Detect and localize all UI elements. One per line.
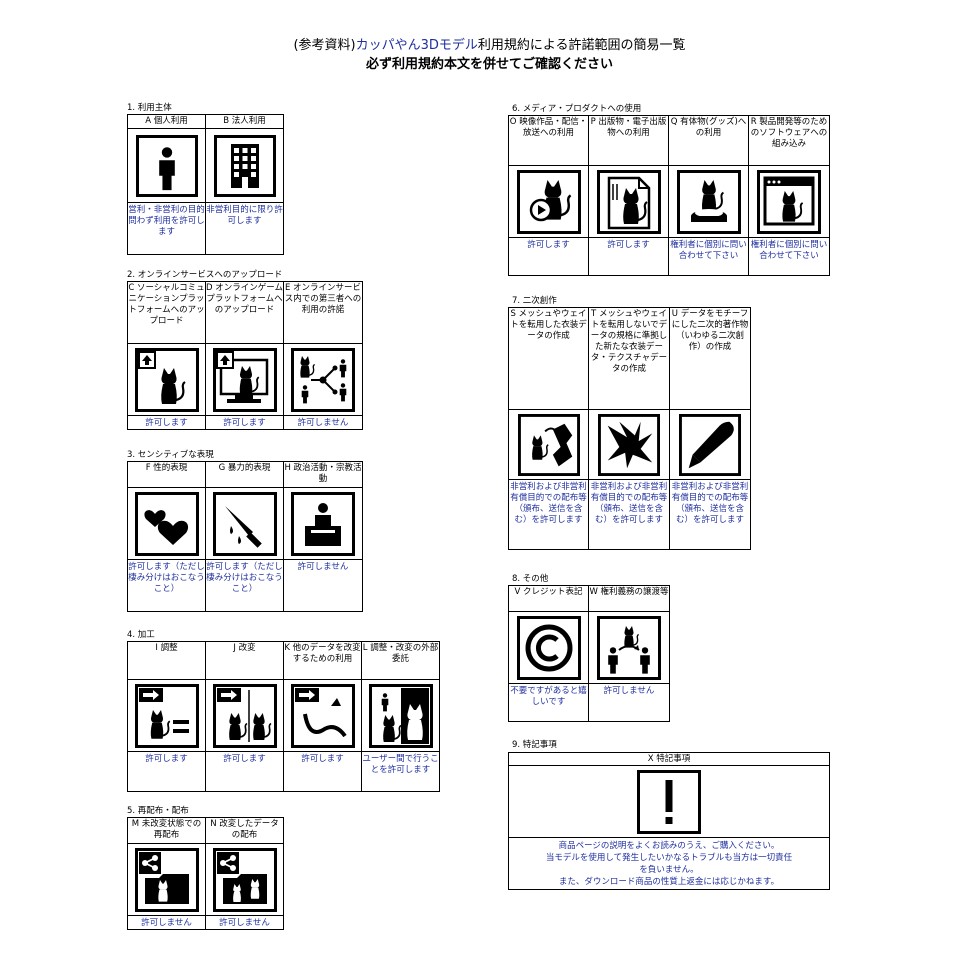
item-f-result: 許可します（ただし棲み分けはおこなうこと） — [127, 559, 206, 612]
new-clothing-icon — [598, 413, 660, 476]
section-8-title: 8. その他 — [512, 574, 549, 584]
item-r-label: R 製品開発等のためのソフトウェアへの組み込み — [748, 115, 830, 166]
software-window-icon — [757, 169, 821, 234]
item-k-result: 許可します — [283, 751, 362, 792]
transfer-icon — [597, 615, 661, 680]
title-suffix: 利用規約による許諾範囲の簡易一覧 — [477, 38, 686, 53]
document-icon — [596, 169, 661, 234]
section-5-table: M 未改変状態での再配布 N 改変したデータの配布 許可しません 許可しません — [127, 817, 284, 930]
share-modified-folder-icon — [212, 847, 277, 912]
item-k-label: K 他のデータを改変するための利用 — [283, 641, 362, 680]
item-w-label: W 権利義務の譲渡等 — [588, 585, 670, 612]
item-u-label: U データをモチーフにした二次的著作物（いわゆる二次創作）の作成 — [669, 307, 751, 410]
section-1-title: 1. 利用主体 — [127, 103, 172, 113]
item-s-result: 非営利および非営利有償目的での配布等（頒布、送信を含む）を許可します — [508, 479, 589, 550]
section-9-title: 9. 特記事項 — [512, 740, 557, 750]
building-icon — [213, 134, 276, 197]
item-j-label: J 改変 — [205, 641, 284, 680]
item-l-label: L 調整・改変の外部委託 — [361, 641, 440, 680]
title-prefix: (参考資料) — [293, 38, 356, 53]
item-m-result: 許可しません — [127, 915, 206, 930]
section-6-title: 6. メディア・プロダクトへの使用 — [512, 104, 642, 114]
item-w-result: 許可しません — [588, 683, 670, 722]
item-o-result: 許可します — [508, 237, 589, 276]
note-line-3: を負いません。 — [639, 865, 699, 875]
note-line-2: 当モデルを使用して発生したいかなるトラブルも当方は一切責任 — [545, 853, 793, 863]
item-b-result: 非営利目的に限り許可します — [205, 202, 284, 255]
section-9-table: X 特記事項 商品ページの説明をよくお読みのうえ、ご購入ください。 当モデルを使… — [508, 752, 830, 890]
person-icon — [135, 134, 198, 197]
item-e-label: E オンラインサービス内での第三者への利用の許諾 — [283, 281, 363, 344]
item-s-label: S メッシュやウェイトを転用した衣装データの作成 — [508, 307, 589, 410]
note-line-1: 商品ページの説明をよくお読みのうえ、ご購入ください。 — [558, 841, 780, 851]
share-third-party-icon — [291, 347, 355, 412]
item-d-label: D オンラインゲームプラットフォームへのアップロード — [205, 281, 284, 344]
item-v-result: 不要ですがあると嬉しいです — [508, 683, 589, 722]
clothing-mesh-icon — [517, 413, 580, 476]
section-3-table: F 性的表現 G 暴力的表現 H 政治活動・宗教活動 — [127, 461, 363, 612]
item-u-result: 非営利および非営利有償目的での配布等（頒布、送信を含む）を許可します — [669, 479, 751, 550]
item-d-result: 許可します — [205, 415, 284, 430]
section-5-title: 5. 再配布・配布 — [127, 806, 189, 816]
section-6-table: O 映像作品・配信・放送への利用 P 出版物・電子出版物への利用 Q 有体物(グ… — [508, 115, 830, 276]
item-t-result: 非営利および非営利有償目的での配布等（頒布、送信を含む）を許可します — [588, 479, 670, 550]
modify-icon — [212, 683, 277, 748]
item-q-label: Q 有体物(グッズ)への利用 — [668, 115, 749, 166]
section-7-table: S メッシュやウェイトを転用した衣装データの作成 T メッシュやウェイトを転用し… — [508, 307, 751, 550]
adjust-equal-icon — [134, 683, 199, 748]
item-t-label: T メッシュやウェイトを転用しないでデータの規格に準拠した新たな衣装データ・テク… — [588, 307, 670, 410]
item-b-label: B 法人利用 — [205, 114, 284, 129]
item-n-label: N 改変したデータの配布 — [205, 817, 284, 844]
modify-other-data-icon — [290, 683, 355, 748]
page-subtitle: 必ず利用規約本文を併せてご確認ください — [365, 57, 613, 72]
item-h-label: H 政治活動・宗教活動 — [283, 461, 363, 488]
item-i-result: 許可します — [127, 751, 206, 792]
note-line-4: また、ダウンロード商品の性質上返金には応じかねます。 — [558, 877, 780, 887]
outsource-icon — [368, 683, 433, 748]
item-x-label: X 特記事項 — [508, 752, 830, 766]
copyright-icon — [516, 615, 581, 680]
hearts-icon — [134, 491, 199, 556]
page-title: (参考資料)カッパやん3Dモデル利用規約による許諾範囲の簡易一覧 — [0, 34, 979, 53]
item-f-label: F 性的表現 — [127, 461, 206, 488]
podium-icon — [291, 491, 355, 556]
item-p-result: 許可します — [588, 237, 669, 276]
item-g-result: 許可します（ただし棲み分けはおこなうこと） — [205, 559, 284, 612]
item-i-label: I 調整 — [127, 641, 206, 680]
item-a-result: 営利・非営利の目的問わず利用を許可します — [127, 202, 206, 255]
item-r-result: 権利者に個別に問い合わせて下さい — [748, 237, 830, 276]
section-4-table: I 調整 J 改変 K 他のデータを改変するための利用 L 調整・改変の外部委託 — [127, 641, 440, 792]
item-p-label: P 出版物・電子出版物への利用 — [588, 115, 669, 166]
pen-icon — [679, 413, 741, 476]
item-g-label: G 暴力的表現 — [205, 461, 284, 488]
figure-goods-icon — [676, 169, 741, 234]
share-folder-icon — [134, 847, 199, 912]
item-e-result: 許可しません — [283, 415, 363, 430]
item-j-result: 許可します — [205, 751, 284, 792]
section-2-table: C ソーシャルコミュニケーションプラットフォームへのアップロード D オンライン… — [127, 281, 363, 430]
item-o-label: O 映像作品・配信・放送への利用 — [508, 115, 589, 166]
section-3-title: 3. センシティブな表現 — [127, 450, 214, 460]
item-l-result: ユーザー間で行うことを許可します — [361, 751, 440, 792]
section-7-title: 7. 二次創作 — [512, 296, 557, 306]
item-n-result: 許可しません — [205, 915, 284, 930]
item-c-result: 許可します — [127, 415, 206, 430]
section-4-title: 4. 加工 — [127, 630, 155, 640]
section-2-title: 2. オンラインサービスへのアップロード — [127, 270, 283, 280]
exclamation-icon — [637, 769, 701, 834]
section-1-table: A 個人利用 B 法人利用 営利・非営利の目的 — [127, 114, 284, 255]
item-m-label: M 未改変状態での再配布 — [127, 817, 206, 844]
video-play-icon — [516, 169, 581, 234]
item-c-label: C ソーシャルコミュニケーションプラットフォームへのアップロード — [127, 281, 206, 344]
upload-game-icon — [212, 347, 277, 412]
upload-social-icon — [134, 347, 199, 412]
item-v-label: V クレジット表記 — [508, 585, 589, 612]
notes-cell: 商品ページの説明をよくお読みのうえ、ご購入ください。 当モデルを使用して発生した… — [508, 837, 830, 890]
item-h-result: 許可しません — [283, 559, 363, 612]
knife-icon — [212, 491, 277, 556]
item-q-result: 権利者に個別に問い合わせて下さい — [668, 237, 749, 276]
brand-name: カッパやん3Dモデル — [355, 38, 478, 53]
section-8-table: V クレジット表記 W 権利義務の譲渡等 不要ですがあると嬉しいです 許可しませ… — [508, 585, 670, 722]
item-a-label: A 個人利用 — [127, 114, 206, 129]
